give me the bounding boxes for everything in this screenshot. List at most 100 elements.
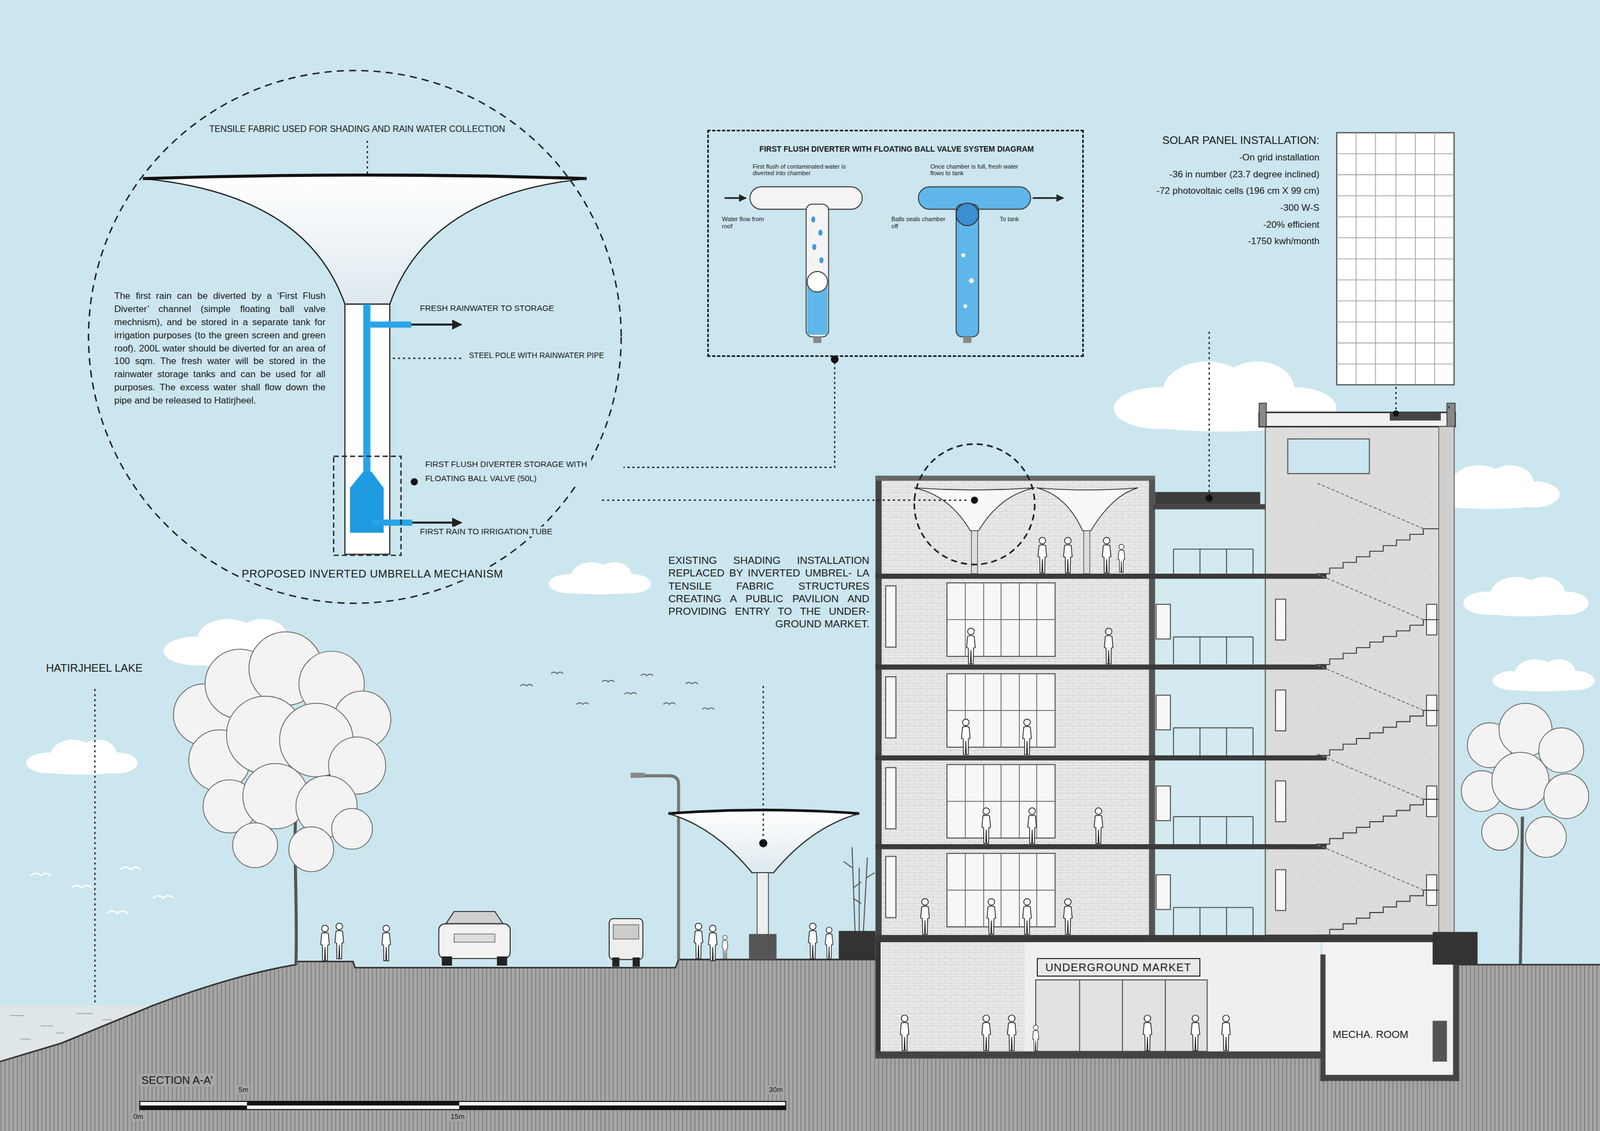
ground	[0, 1005, 154, 1062]
vehicle	[632, 957, 640, 967]
bird	[624, 692, 637, 695]
building	[1316, 664, 1439, 756]
signage-band: UNDERGROUND MARKET	[1036, 957, 1201, 977]
detail-label: FIRST RAIN TO IRRIGATION TUBE	[418, 526, 554, 537]
gull	[153, 895, 174, 899]
paragraph: The first rain can be diverted by a ‘Fir…	[114, 289, 326, 407]
diagram-note: First flush of contaminated water is div…	[752, 163, 855, 177]
text-slot: -20% efficient	[1263, 218, 1320, 231]
building	[1152, 504, 1266, 510]
umbrella-detail	[411, 323, 461, 326]
leader-line	[366, 140, 368, 176]
gull	[71, 885, 92, 889]
text-slot: -72 photovoltaic cells (196 cm X 99 cm)	[1156, 185, 1320, 198]
detail-title: PROPOSED INVERTED UMBRELLA MECHANISM	[240, 567, 506, 581]
diverter-pipes	[819, 257, 824, 264]
shade-umbrella	[748, 933, 777, 960]
text-slot: PROPOSED INVERTED UMBRELLA MECHANISM	[240, 567, 506, 581]
building	[875, 934, 1459, 943]
building	[885, 585, 897, 648]
room-label: MECHA. ROOM	[1332, 1028, 1409, 1042]
scale-bar	[459, 1105, 787, 1109]
building	[1316, 573, 1439, 665]
people	[1037, 537, 1047, 574]
building	[1320, 1074, 1460, 1081]
building	[946, 582, 1056, 927]
diverter-pipes	[813, 336, 822, 343]
bird	[551, 672, 564, 674]
text-slot: 0m	[131, 1112, 145, 1122]
building	[1316, 482, 1439, 574]
shade-umbrella	[668, 810, 860, 814]
building	[879, 940, 1321, 1054]
building	[1154, 492, 1261, 505]
people	[1027, 807, 1037, 844]
building	[1275, 780, 1286, 822]
people	[1094, 807, 1103, 844]
tree	[173, 631, 391, 872]
building	[1079, 979, 1166, 1052]
diverter-pipes	[961, 252, 966, 257]
building	[875, 573, 1327, 579]
tree	[1460, 703, 1589, 858]
building	[1316, 844, 1439, 935]
terrace-umbrella	[1083, 530, 1090, 574]
umbrella-detail	[370, 321, 412, 328]
people	[320, 925, 330, 961]
text-slot: Balls seals chamber off	[891, 215, 949, 229]
leader-dot	[759, 839, 768, 848]
vehicle	[439, 911, 644, 967]
scale-label: 15m	[448, 1112, 466, 1122]
people	[808, 922, 818, 959]
people	[1007, 1014, 1016, 1051]
vehicle	[497, 956, 508, 966]
people	[1191, 1014, 1200, 1051]
bird	[685, 682, 698, 684]
people	[1063, 898, 1073, 935]
terrace-umbrella	[914, 443, 1138, 574]
building	[838, 403, 1478, 1082]
building	[1156, 604, 1171, 639]
text-slot: FIRST FLUSH DIVERTER WITH FLOATING BALL …	[759, 144, 1034, 154]
diagram-note: Balls seals chamber off	[891, 215, 949, 229]
gull	[30, 873, 51, 876]
spec-item: -On grid installation	[1239, 151, 1320, 164]
leader-connector	[623, 356, 835, 467]
umbrella-detail	[412, 521, 461, 524]
detail-label: FRESH RAINWATER TO STORAGE	[418, 303, 556, 314]
building	[1287, 439, 1370, 474]
building	[875, 1051, 1325, 1059]
bird	[640, 674, 654, 677]
cloud	[1492, 659, 1596, 692]
umbrella-detail	[142, 175, 587, 179]
tree	[232, 822, 278, 868]
building	[1152, 509, 1266, 935]
scale-label: 0m	[131, 1112, 145, 1122]
text-slot: -300 W-S	[1280, 201, 1320, 215]
place-label: HATIRJHEEL LAKE	[45, 661, 143, 675]
building	[838, 931, 876, 960]
diverter-pipes	[963, 304, 968, 309]
building	[1156, 786, 1171, 821]
street-lamp	[640, 775, 679, 960]
umbrella-detail	[344, 304, 390, 555]
tree	[1491, 752, 1549, 810]
building	[1438, 426, 1454, 935]
building	[875, 475, 882, 941]
text-slot: SOLAR PANEL INSTALLATION:	[1162, 133, 1320, 147]
leader-line	[762, 685, 764, 837]
building	[1320, 954, 1326, 1081]
building	[1258, 403, 1267, 427]
people	[1118, 544, 1125, 573]
umbrella-detail	[142, 175, 587, 305]
people	[382, 925, 391, 961]
people	[1022, 718, 1032, 755]
diverter-pipes	[811, 216, 816, 223]
street-lamp	[630, 772, 645, 778]
building	[1156, 695, 1171, 730]
spec-heading: SOLAR PANEL INSTALLATION:	[1162, 133, 1320, 147]
box-title: FIRST FLUSH DIVERTER WITH FLOATING BALL …	[759, 144, 1034, 154]
terrace-umbrella	[914, 443, 1035, 565]
building	[885, 767, 897, 829]
